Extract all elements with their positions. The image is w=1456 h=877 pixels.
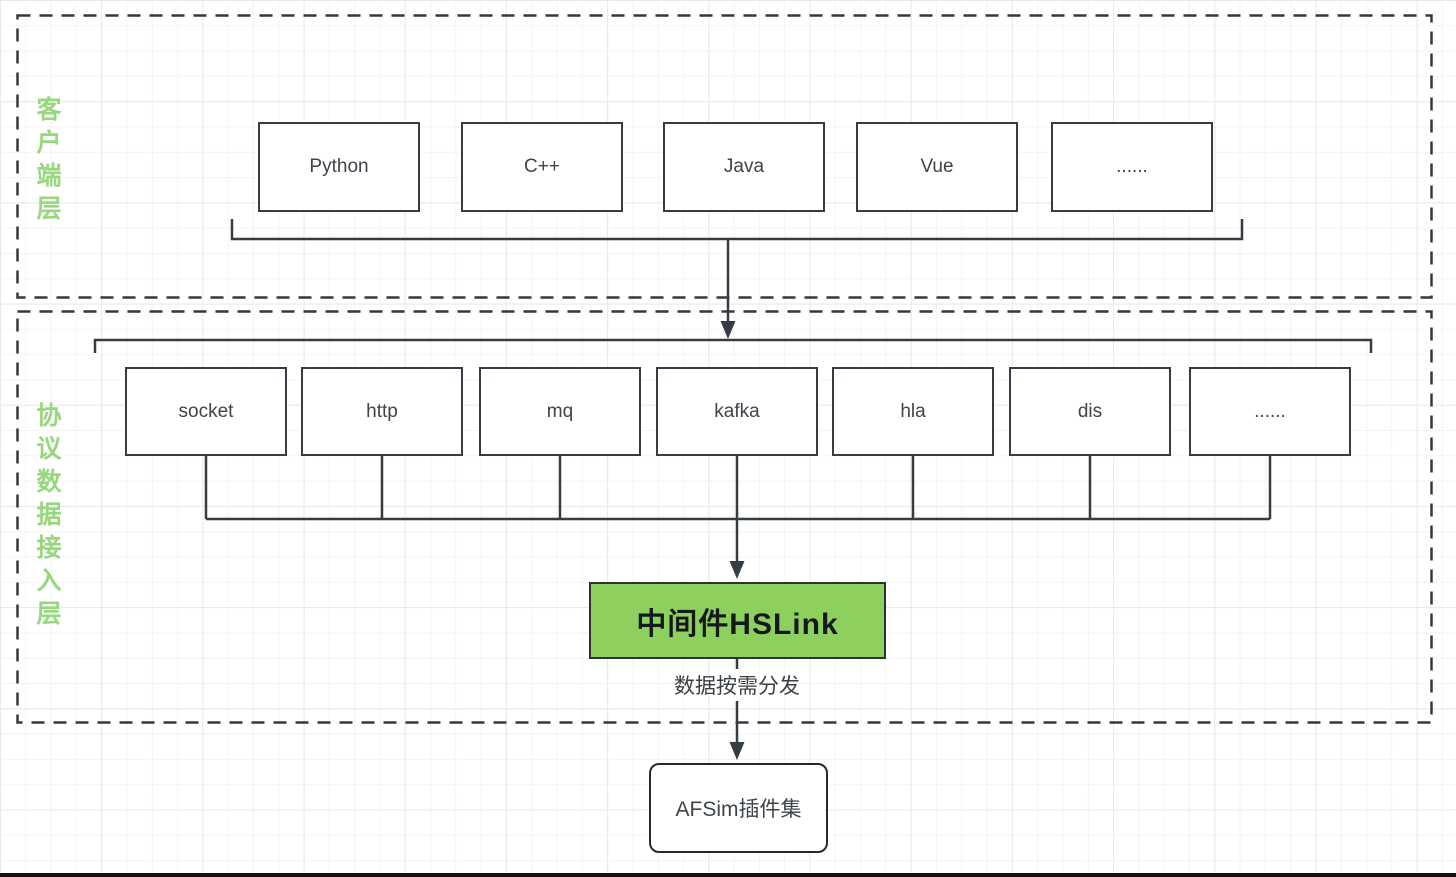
middleware-hslink-box: 中间件HSLink [589, 582, 886, 659]
protocol-overbrace [93, 338, 1373, 353]
client-box-cpp: C++ [461, 122, 623, 212]
client-box-python: Python [258, 122, 420, 212]
arrow-client-to-protocol-head [720, 321, 736, 339]
client-underbrace [230, 219, 1244, 241]
protocol-box-ellipsis: ...... [1189, 367, 1351, 456]
protocol-layer-dashed-border [16, 310, 1433, 724]
afsim-plugin-box: AFSim插件集 [649, 763, 828, 853]
arrow-protocol-to-middleware-head [729, 561, 745, 579]
protocol-box-http: http [301, 367, 463, 456]
distribution-note: 数据按需分发 [674, 675, 800, 698]
arrow-middleware-to-plugin-head [729, 742, 745, 760]
client-box-vue: Vue [856, 122, 1018, 212]
protocol-layer-label: 协议数据接入层 [33, 402, 61, 633]
bottom-edge-bar [0, 873, 1456, 877]
client-box-ellipsis: ...... [1051, 122, 1213, 212]
protocol-box-socket: socket [125, 367, 287, 456]
protocol-box-kafka: kafka [656, 367, 818, 456]
protocol-box-mq: mq [479, 367, 641, 456]
protocol-box-hla: hla [832, 367, 994, 456]
client-layer-dashed-border [16, 14, 1433, 299]
client-layer-label: 客户端层 [33, 96, 61, 228]
protocol-box-dis: dis [1009, 367, 1171, 456]
client-box-java: Java [663, 122, 825, 212]
